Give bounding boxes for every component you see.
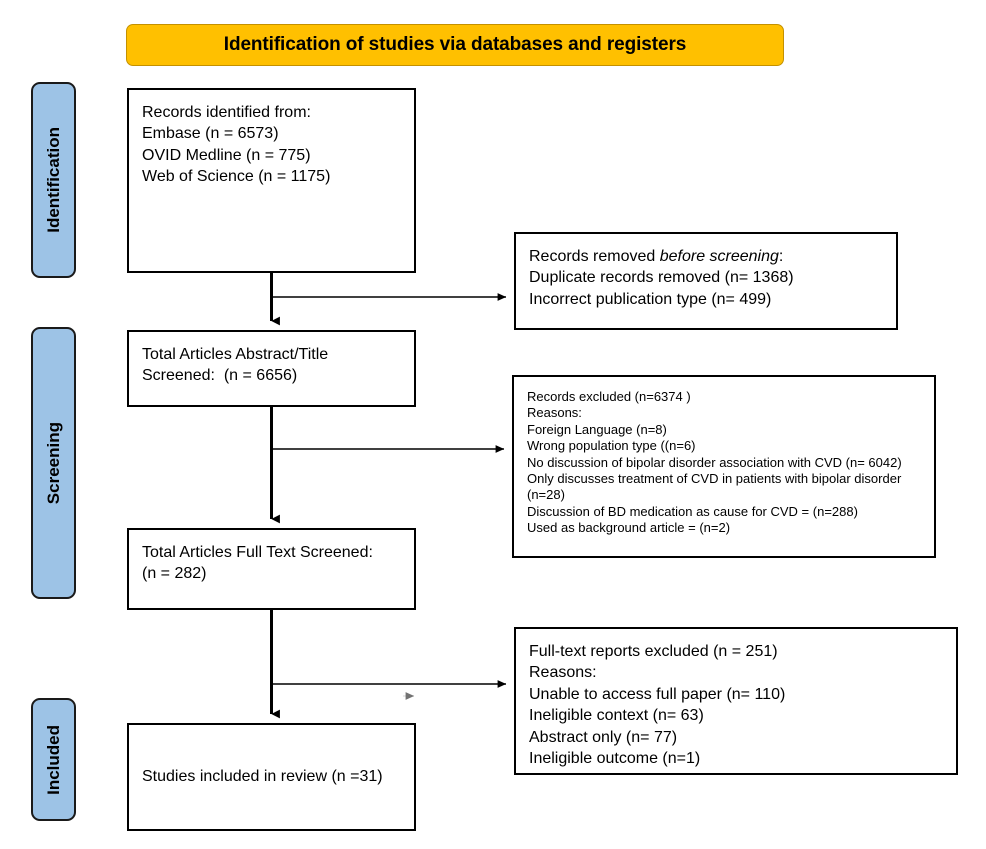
box-line-heading: Records removed before screening: — [529, 246, 883, 267]
box-line: Reasons: — [529, 664, 597, 682]
box-line: Records excluded (n=6374 ) — [527, 389, 691, 404]
box-records-excluded: Records excluded (n=6374 ) Reasons: Fore… — [512, 375, 936, 558]
box-line: Abstract only (n= 77) — [529, 728, 678, 746]
box-line: Only discusses treatment of CVD in patie… — [527, 470, 905, 503]
box-line: (n = 282) — [142, 565, 207, 583]
box-line: Records identified from: — [142, 104, 311, 121]
stage-label-screening-text: Screening — [43, 421, 63, 505]
header-banner: Identification of studies via databases … — [126, 24, 784, 66]
box-full-text-reports-excluded: Full-text reports excluded (n = 251) Rea… — [514, 627, 958, 775]
box-line: Total Articles Abstract/Title — [142, 346, 329, 363]
records-removed-suffix: : — [778, 248, 784, 265]
box-line: Foreign Language (n=8) — [527, 421, 667, 437]
box-line: Wrong population type ((n=6) — [527, 438, 696, 454]
box-abstract-title-screened: Total Articles Abstract/Title Screened: … — [127, 330, 416, 407]
box-line: Incorrect publication type (n= 499) — [529, 290, 772, 308]
box-studies-included-in-review: Studies included in review (n =31) — [127, 723, 416, 831]
box-line: Web of Science (n = 1175) — [142, 168, 331, 186]
box-line: Ineligible outcome (n=1) — [529, 750, 701, 768]
box-records-removed: Records removed before screening: Duplic… — [514, 232, 898, 330]
box-line: OVID Medline (n = 775) — [142, 146, 311, 164]
records-removed-prefix: Records removed — [529, 248, 660, 265]
box-line: No discussion of bipolar disorder associ… — [527, 454, 902, 470]
stage-label-included: Included — [31, 698, 76, 821]
box-line: Screened: (n = 6656) — [142, 367, 298, 385]
box-line: Reasons: — [527, 405, 582, 421]
stage-label-screening: Screening — [31, 327, 76, 599]
stage-label-identification-text: Identification — [43, 127, 63, 233]
box-line: Embase (n = 6573) — [142, 125, 279, 143]
box-line: Total Articles Full Text Screened: — [142, 544, 373, 561]
box-line: Unable to access full paper (n= 110) — [529, 685, 786, 703]
box-line: Ineligible context (n= 63) — [529, 707, 704, 725]
box-line: Discussion of BD medication as cause for… — [527, 503, 858, 519]
box-full-text-screened: Total Articles Full Text Screened: (n = … — [127, 528, 416, 610]
records-removed-emphasis: before screening — [659, 248, 779, 265]
stage-label-included-text: Included — [43, 724, 63, 795]
box-line: Full-text reports excluded (n = 251) — [529, 643, 778, 660]
box-line: Used as background article = (n=2) — [527, 520, 731, 535]
box-records-identified: Records identified from: Embase (n = 657… — [127, 88, 416, 273]
stage-label-identification: Identification — [31, 82, 76, 278]
box-line: Duplicate records removed (n= 1368) — [529, 269, 794, 287]
header-title: Identification of studies via databases … — [223, 34, 687, 55]
box-line: Studies included in review (n =31) — [142, 768, 383, 786]
